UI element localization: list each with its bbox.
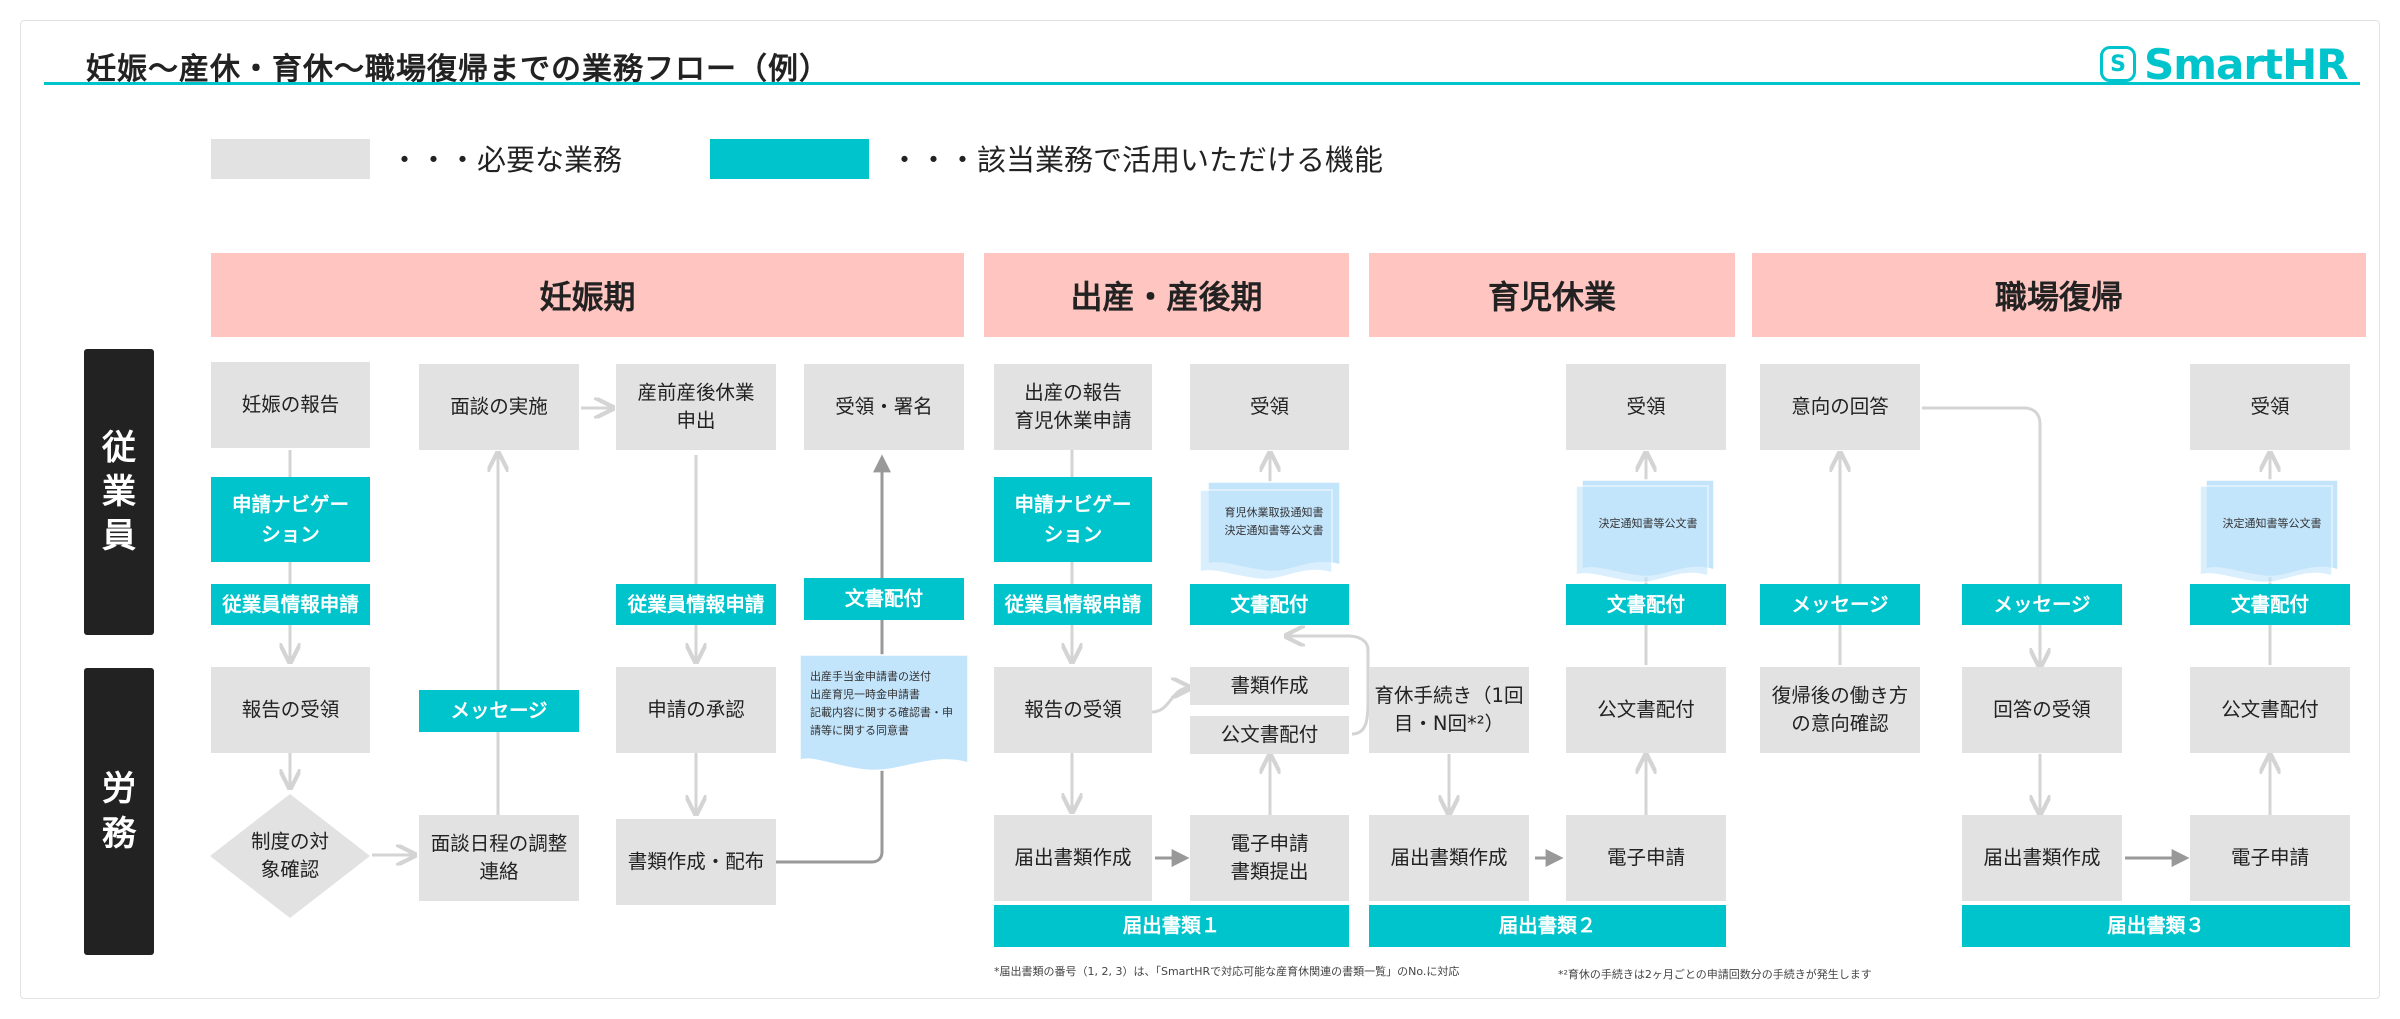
legend-required-swatch	[211, 139, 370, 179]
page-title: 妊娠〜産休・育休〜職場復帰までの業務フロー（例）	[86, 52, 830, 87]
step-birth-e-apply: 電子申請 書類提出	[1190, 815, 1349, 901]
step-schedule: 面談日程の調整 連絡	[419, 815, 579, 901]
legend-feature-label: ・・・該当業務で活用いただける機能	[890, 143, 1384, 177]
step-return-e-apply: 電子申請	[2190, 815, 2350, 901]
step-childcare-forms: 届出書類作成	[1369, 815, 1529, 901]
step-return-official: 公文書配付	[2190, 667, 2350, 753]
feature-employee-info-1: 従業員情報申請	[211, 584, 370, 625]
step-answer-receive: 回答の受領	[1962, 667, 2122, 753]
doc-note-pregnancy: 出産手当金申請書の送付 出産育児一時金申請書 記載内容に関する確認書・申 請等に…	[810, 670, 953, 738]
feature-message-1: メッセージ	[419, 690, 579, 732]
smarthr-logo: S SmartHR	[2100, 39, 2349, 89]
step-intent-answer: 意向の回答	[1760, 364, 1920, 450]
step-receive-sign: 受領・署名	[804, 364, 964, 450]
step-birth-docs-make: 書類作成	[1190, 667, 1349, 705]
feature-employee-info-2: 従業員情報申請	[616, 584, 776, 625]
feature-doc-send-2: 文書配付	[1190, 584, 1349, 625]
step-approve: 申請の承認	[616, 667, 776, 753]
feature-message-2: メッセージ	[1760, 584, 1920, 625]
step-system-check: 制度の対 象確認	[250, 829, 329, 881]
logo-mark-icon: S	[2100, 46, 2136, 82]
step-childcare-receive: 受領	[1566, 364, 1726, 450]
doc-note-childcare: 決定通知書等公文書	[1598, 516, 1698, 530]
step-childcare-e-apply: 電子申請	[1566, 815, 1726, 901]
role-labor: 労 務	[84, 668, 154, 955]
feature-doc-send-4: 文書配付	[2190, 584, 2350, 625]
phase-return: 職場復帰	[1752, 253, 2366, 337]
forms-label-3: 届出書類３	[1962, 905, 2350, 947]
step-childcare-procedure: 育休手続き（1回 目・N回*²）	[1369, 667, 1529, 753]
step-birth-official: 公文書配付	[1190, 716, 1349, 754]
step-return-receive: 受領	[2190, 364, 2350, 450]
phase-childcare: 育児休業	[1369, 253, 1735, 337]
step-birth-report-receive: 報告の受領	[994, 667, 1152, 753]
doc-note-return: 決定通知書等公文書	[2222, 516, 2322, 530]
step-report-receive: 報告の受領	[211, 667, 370, 753]
step-childcare-official: 公文書配付	[1566, 667, 1726, 753]
feature-message-3: メッセージ	[1962, 584, 2122, 625]
logo-text: SmartHR	[2144, 39, 2349, 89]
forms-label-2: 届出書類２	[1369, 905, 1726, 947]
step-leave-request: 産前産後休業 申出	[616, 364, 776, 450]
footnote-1: *届出書類の番号（1, 2, 3）は、「SmartHRで対応可能な産育休関連の書…	[994, 965, 1460, 978]
step-return-confirm: 復帰後の働き方 の意向確認	[1760, 667, 1920, 753]
feature-doc-send-3: 文書配付	[1566, 584, 1726, 625]
footnote-2: *²育休の手続きは2ヶ月ごとの申請回数分の手続きが発生します	[1558, 968, 1872, 981]
phase-birth: 出産・産後期	[984, 253, 1349, 337]
page-frame	[20, 20, 2380, 999]
feature-application-nav: 申請ナビゲー ション	[211, 477, 370, 562]
legend-feature-swatch	[710, 139, 869, 179]
step-return-forms: 届出書類作成	[1962, 815, 2122, 901]
step-birth-report: 出産の報告 育児休業申請	[994, 364, 1152, 450]
legend-required-label: ・・・必要な業務	[390, 143, 623, 177]
decision-diamond	[210, 794, 370, 918]
forms-label-1: 届出書類１	[994, 905, 1349, 947]
step-interview: 面談の実施	[419, 364, 579, 450]
feature-doc-send-1: 文書配付	[804, 578, 964, 620]
step-birth-forms: 届出書類作成	[994, 815, 1152, 901]
step-birth-receive: 受領	[1190, 364, 1349, 450]
title-underline	[44, 82, 2360, 85]
doc-note-birth: 育児休業取扱通知書 決定通知書等公文書	[1224, 505, 1324, 537]
step-pregnancy-report: 妊娠の報告	[211, 362, 370, 448]
feature-employee-info-3: 従業員情報申請	[994, 584, 1152, 625]
feature-application-nav-2: 申請ナビゲー ション	[994, 477, 1152, 562]
step-docs-make: 書類作成・配布	[616, 819, 776, 905]
role-employee: 従 業 員	[84, 349, 154, 635]
phase-pregnancy: 妊娠期	[211, 253, 964, 337]
